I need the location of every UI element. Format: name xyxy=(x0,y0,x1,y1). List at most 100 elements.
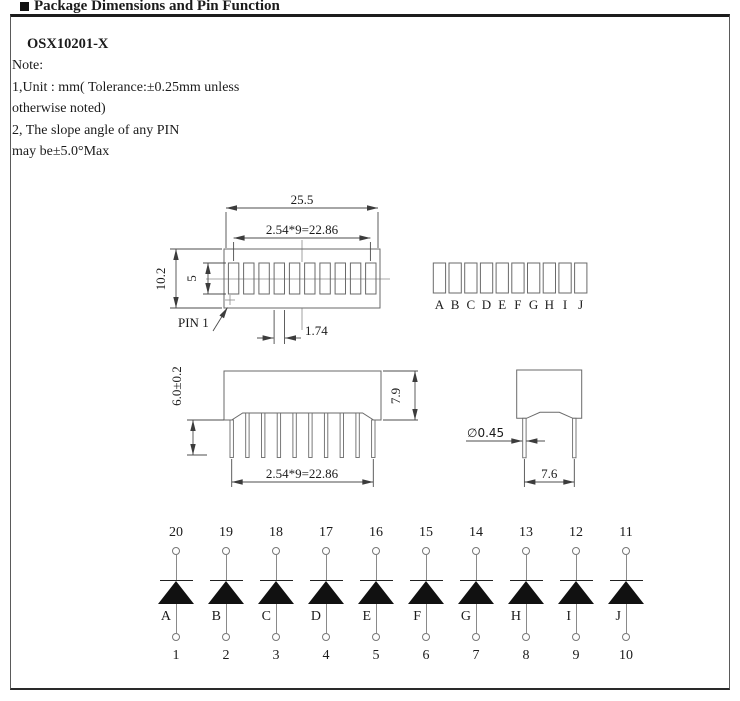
led-symbol: 12 I 9 xyxy=(551,520,601,670)
diode-cathode-bar xyxy=(159,579,193,581)
led-symbol: 16 E 5 xyxy=(351,520,401,670)
diode-triangle xyxy=(558,581,594,604)
svg-text:C: C xyxy=(466,297,475,312)
svg-text:10.2: 10.2 xyxy=(153,268,168,291)
pin-circle-top xyxy=(172,547,180,555)
led-letter: B xyxy=(211,609,221,624)
note-line: 2, The slope angle of any PIN xyxy=(12,122,180,138)
dim-front-pin-pitch xyxy=(231,459,374,487)
pin-number-bottom: 3 xyxy=(272,648,280,663)
pin-circle-top xyxy=(522,547,530,555)
pin-number-top: 18 xyxy=(269,525,283,540)
svg-text:F: F xyxy=(514,297,521,312)
diode-cathode-bar xyxy=(559,579,593,581)
pin-circle-top xyxy=(622,547,630,555)
pin-circle-bottom xyxy=(372,633,380,641)
led-symbol: 13 H 8 xyxy=(501,520,551,670)
svg-text:7.6: 7.6 xyxy=(541,466,558,481)
diode-cathode-bar xyxy=(359,579,393,581)
dim-window-height xyxy=(203,262,226,295)
svg-text:∅0.45: ∅0.45 xyxy=(467,426,504,440)
pin-number-bottom: 2 xyxy=(222,648,230,663)
led-symbol: 19 B 2 xyxy=(201,520,251,670)
pin-circle-bottom xyxy=(322,633,330,641)
svg-text:A: A xyxy=(435,297,445,312)
end-view-pins xyxy=(522,417,577,459)
pin-number-top: 12 xyxy=(569,525,583,540)
diode-triangle xyxy=(508,581,544,604)
pin-number-bottom: 6 xyxy=(422,648,430,663)
svg-text:5: 5 xyxy=(184,275,199,282)
diode-triangle xyxy=(608,581,644,604)
pin1-cross-mark xyxy=(225,295,235,305)
segment-strip xyxy=(432,262,588,294)
pin1-leader xyxy=(212,307,228,332)
dim-overall-width xyxy=(225,205,379,248)
dim-pin-pitch xyxy=(233,235,371,261)
dim-window-width xyxy=(257,310,301,344)
pin-circle-bottom xyxy=(422,633,430,641)
svg-text:E: E xyxy=(498,297,506,312)
svg-text:I: I xyxy=(563,297,567,312)
top-view-drawing: 25.5 2.54*9=22.86 10.2 5 PIN 1 xyxy=(153,192,588,344)
end-view-body xyxy=(516,369,583,419)
note-line: otherwise noted) xyxy=(12,101,106,116)
diode-cathode-bar xyxy=(209,579,243,581)
diode-triangle xyxy=(408,581,444,604)
pin-circle-top xyxy=(322,547,330,555)
svg-text:2.54*9=22.86: 2.54*9=22.86 xyxy=(266,222,339,237)
led-letter: E xyxy=(362,609,371,624)
led-letter: J xyxy=(615,609,621,624)
pin-circle-bottom xyxy=(472,633,480,641)
diode-triangle xyxy=(308,581,344,604)
diode-cathode-bar xyxy=(509,579,543,581)
pin-number-top: 16 xyxy=(369,525,383,540)
pin-number-top: 14 xyxy=(469,525,483,540)
svg-text:B: B xyxy=(451,297,460,312)
diode-cathode-bar xyxy=(309,579,343,581)
svg-text:J: J xyxy=(578,297,583,312)
pin-circle-bottom xyxy=(622,633,630,641)
pin-circle-bottom xyxy=(222,633,230,641)
pin-number-bottom: 5 xyxy=(372,648,380,663)
diode-cathode-bar xyxy=(459,579,493,581)
led-letter: H xyxy=(510,609,521,624)
pin-number-bottom: 7 xyxy=(472,648,480,663)
dim-overall-height xyxy=(170,248,222,309)
pin-number-bottom: 4 xyxy=(322,648,330,663)
front-view-body xyxy=(223,370,382,421)
diode-triangle xyxy=(258,581,294,604)
led-symbol: 11 J 10 xyxy=(601,520,651,670)
dim-row-spacing xyxy=(523,459,575,487)
segment-letters: A B C D E F G H I J xyxy=(435,297,583,312)
led-symbol: 15 F 6 xyxy=(401,520,451,670)
page-title: Package Dimensions and Pin Function xyxy=(34,0,280,14)
dim-lead-length xyxy=(187,419,224,456)
pin-circle-top xyxy=(372,547,380,555)
pin-circle-bottom xyxy=(172,633,180,641)
part-number: OSX10201-X xyxy=(27,36,109,52)
pin-circle-bottom xyxy=(572,633,580,641)
pin-number-top: 15 xyxy=(419,525,433,540)
diode-triangle xyxy=(458,581,494,604)
section-bullet-icon xyxy=(20,2,29,11)
note-line: may be±5.0°Max xyxy=(12,144,110,159)
pin-circle-top xyxy=(572,547,580,555)
led-symbol: 14 G 7 xyxy=(451,520,501,670)
led-symbol: 17 D 4 xyxy=(301,520,351,670)
pin-number-top: 13 xyxy=(519,525,533,540)
diode-triangle xyxy=(208,581,244,604)
package-outline xyxy=(223,248,381,309)
led-letter: A xyxy=(160,609,171,624)
svg-text:7.9: 7.9 xyxy=(388,388,403,404)
notes-block: Note: 1,Unit : mm( Tolerance:±0.25mm unl… xyxy=(12,55,239,163)
diode-cathode-bar xyxy=(609,579,643,581)
led-letter: I xyxy=(566,609,571,624)
side-views-drawing: 6.0±0.2 7.9 2.54*9=22.86 ∅0.45 xyxy=(169,366,583,487)
pin-circle-bottom xyxy=(522,633,530,641)
pin-circle-top xyxy=(472,547,480,555)
pin1-label: PIN 1 xyxy=(178,315,209,330)
svg-text:D: D xyxy=(482,297,491,312)
pin-number-bottom: 10 xyxy=(619,648,633,663)
